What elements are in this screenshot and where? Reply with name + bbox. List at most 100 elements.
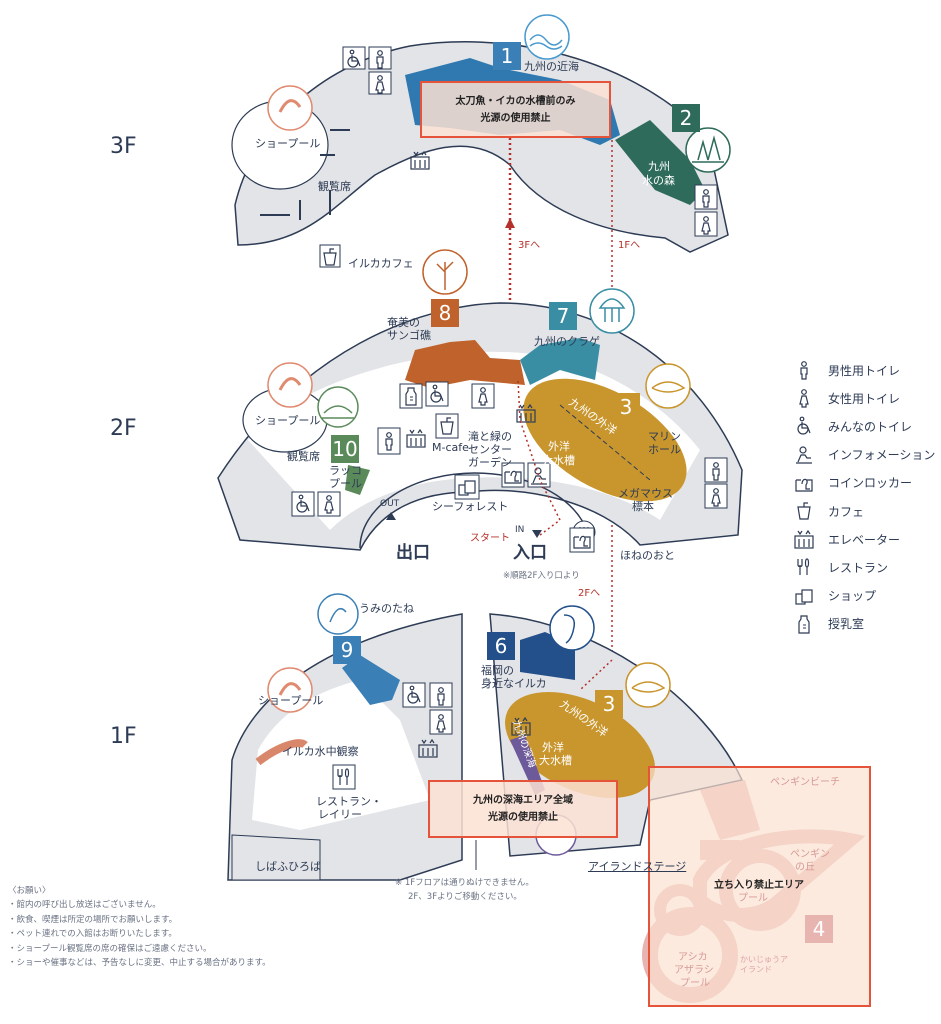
seats-label-3f: 観覧席 — [318, 180, 351, 193]
penguin-hill-label-1: ペンギン — [790, 849, 830, 860]
zone-8-badge[interactable]: 8 — [431, 299, 459, 327]
entrance-label: 入口 — [513, 543, 547, 563]
m-cafe-label: M-cafe — [432, 441, 469, 454]
zone-2-badge[interactable]: 2 — [672, 104, 700, 132]
route-start-path — [517, 379, 561, 536]
bones-label: ほねのおと — [620, 549, 675, 562]
legend-item-elevator: エレベーター — [794, 525, 935, 553]
route-note: ※順路2F入り口より — [503, 571, 580, 581]
zone-8-label-1: 奄美の — [387, 316, 420, 329]
tank-label-2f-1: 外洋 — [548, 440, 570, 453]
out-label: OUT — [380, 499, 400, 509]
zone-10-label-1: ラッコ — [329, 464, 362, 477]
zone-3-badge-1f[interactable]: 3 — [595, 690, 623, 718]
seal-pool-label-2: アザラシ — [674, 965, 714, 976]
garden-label-3: ガーデン — [468, 456, 512, 469]
dolphin-view-label: イルカ水中観察 — [282, 745, 359, 758]
elevator-icon — [794, 530, 814, 549]
pool-label: プール — [738, 893, 768, 904]
restriction-1-line1: 太刀魚・イカの水槽前のみ — [455, 95, 576, 107]
note-item: ・ショープール観覧席の席の確保はご遠慮ください。 — [8, 943, 212, 954]
tank-label-1f-2: 大水槽 — [539, 754, 572, 767]
penguin-beach-label: ペンギンビーチ — [770, 777, 840, 788]
male-toilet-icon — [800, 361, 808, 380]
in-label: IN — [515, 525, 525, 535]
zone-7-label[interactable]: 九州のクラゲ — [534, 335, 600, 348]
to-1f-label: 1Fへ — [618, 240, 641, 251]
restriction-box-1: 太刀魚・イカの水槽前のみ 光源の使用禁止 — [420, 81, 611, 138]
legend-item-cafe: カフェ — [794, 497, 935, 525]
zone-1-label[interactable]: 九州の近海 — [524, 60, 579, 73]
restriction-1-line2: 光源の使用禁止 — [480, 112, 551, 124]
zone-2-area — [615, 120, 705, 205]
start-label: スタート — [470, 533, 510, 544]
seal-pool-label-3: プール — [680, 978, 710, 989]
kaiju-island-logo: かいじゅうアイランド — [740, 955, 788, 974]
nursing-room-icon — [798, 615, 810, 634]
legend-item-shop: ショップ — [794, 582, 935, 610]
megamouth-label-2: 標本 — [632, 500, 654, 513]
zone-9-badge[interactable]: 9 — [333, 636, 361, 664]
garden-label-2: センター — [468, 443, 512, 456]
floor-label-3f: 3F — [110, 134, 137, 159]
seal-pool-label-1: アシカ — [678, 952, 708, 963]
floor-label-2f: 2F — [110, 416, 137, 441]
to-3f-label: 3Fへ — [518, 240, 541, 251]
zone-6-badge[interactable]: 6 — [487, 632, 515, 660]
zone-7-badge[interactable]: 7 — [549, 302, 577, 330]
zone-3-tank-2f — [523, 378, 687, 502]
facility-icons-2f — [291, 381, 728, 553]
show-icon-3f — [267, 85, 313, 131]
floor-label-1f: 1F — [110, 724, 137, 749]
zone-9-area — [342, 655, 400, 705]
information-icon — [795, 446, 813, 464]
zone-4-badge: 4 — [805, 915, 833, 943]
female-toilet-icon — [799, 389, 809, 408]
seaforest-label: シーフォレスト — [432, 500, 509, 513]
zone-9-label: うみのたね — [359, 602, 414, 615]
show-pool-label-1f: ショープール — [258, 694, 324, 707]
restaurant-label-1: レストラン・ — [316, 795, 382, 808]
legend: 男性用トイレ 女性用トイレ みんなのトイレ インフォメーション コインロッカー … — [794, 356, 935, 638]
zone-8-area — [405, 340, 525, 388]
legend-item-accessible-toilet: みんなのトイレ — [794, 412, 935, 440]
floor-1f-note-1: ※ 1Fフロアは通りぬけできません。 — [395, 878, 534, 888]
island-stage-label: アイランドステージ — [588, 860, 687, 873]
floor-1f-note-2: 2F、3Fよりご移動ください。 — [408, 892, 522, 902]
zone-10-area — [345, 465, 370, 495]
note-item: ・飲食、喫煙は所定の場所でお願いします。 — [8, 914, 178, 925]
zone-6-label-1: 福岡の — [481, 664, 514, 677]
restriction-box-3 — [648, 766, 871, 1007]
tank-label-2f-2: 大水槽 — [542, 454, 575, 467]
zone-2-label-1: 九州 — [648, 160, 670, 173]
marine-hall-label-1: マリン — [648, 430, 681, 443]
zone-8-label-2: サンゴ礁 — [387, 329, 431, 342]
legend-item-restaurant: レストラン — [794, 553, 935, 581]
zone-10-icon — [317, 386, 359, 428]
zone-1-badge[interactable]: 1 — [493, 42, 521, 70]
legend-item-nursing-room: 授乳室 — [794, 610, 935, 638]
zone-9-icon — [317, 593, 359, 635]
restaurant-label-2: レイリー — [318, 808, 362, 821]
marine-hall-label-2: ホール — [648, 443, 681, 456]
zone-2-icon — [685, 127, 731, 173]
restriction-2-line2: 光源の使用禁止 — [488, 812, 558, 823]
zone-3-badge-2f[interactable]: 3 — [612, 393, 640, 421]
dolphin-cafe-label: イルカカフェ — [348, 257, 414, 270]
note-item: ・ペット連れでの入館はお断りいたします。 — [8, 929, 177, 940]
facility-icons-1f — [332, 682, 531, 790]
zone-7-area — [520, 338, 600, 385]
legend-item-female-toilet: 女性用トイレ — [794, 384, 935, 412]
coin-locker-icon — [795, 478, 813, 492]
show-pool-label-2f: ショープール — [255, 414, 321, 427]
lawn-label: しばふひろば — [255, 860, 321, 873]
cafe-icon — [797, 502, 811, 520]
zone-10-badge[interactable]: 10 — [331, 435, 359, 463]
restriction-2-line1: 九州の深海エリア全域 — [473, 795, 573, 806]
show-icon-1f — [267, 667, 313, 713]
megamouth-label-1: メガマウス — [618, 487, 673, 500]
route-2f-line — [579, 659, 613, 691]
zone-1-icon — [524, 14, 570, 60]
penguin-hill-label-2: の丘 — [795, 862, 815, 873]
